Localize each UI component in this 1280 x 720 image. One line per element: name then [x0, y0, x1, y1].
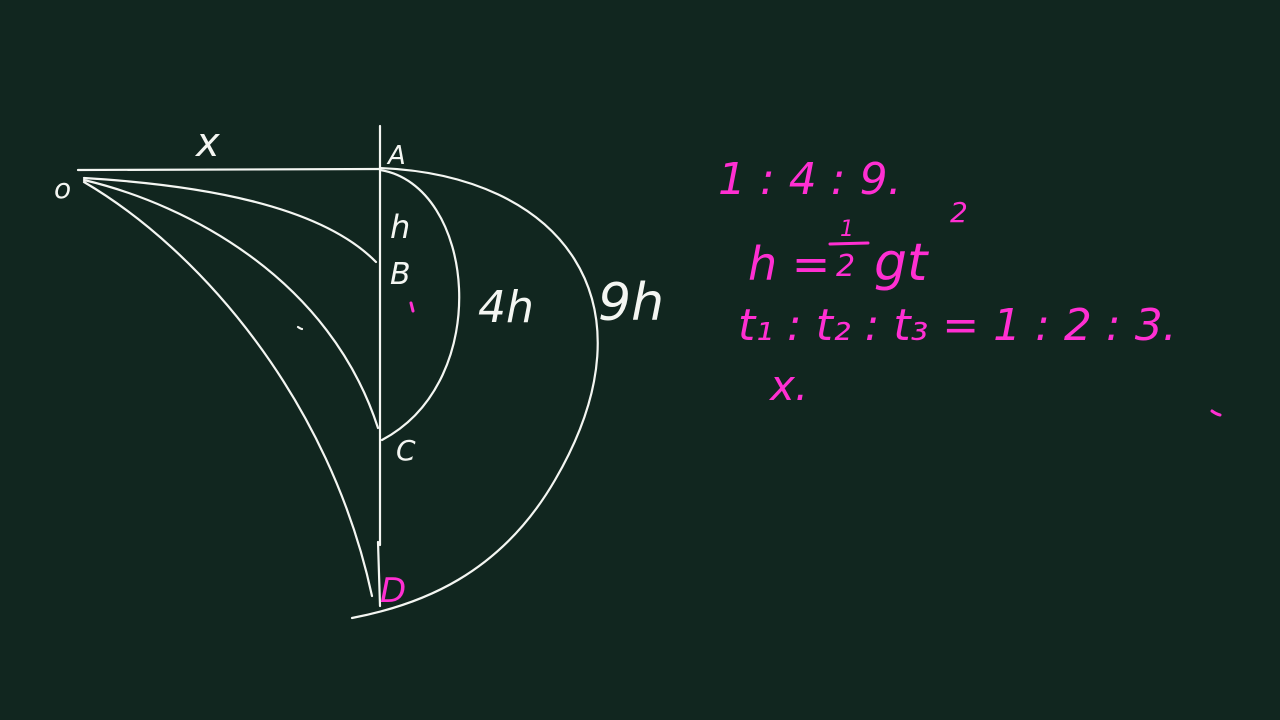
point-c-label: C — [396, 434, 416, 467]
curve-o-to-b — [82, 176, 378, 264]
point-b-label: B — [390, 257, 411, 292]
formula-lhs: h = — [748, 237, 830, 291]
point-o-label: o — [54, 172, 71, 205]
label-h: h — [390, 208, 410, 246]
label-9h: 9h — [598, 273, 664, 333]
label-4h: 4h — [478, 282, 534, 333]
ratio-1-4-9: 1 : 4 : 9. — [718, 154, 902, 205]
arc-a-to-c — [378, 168, 461, 442]
point-d-label: D — [380, 571, 406, 611]
magenta-annotations: D 1 : 4 : 9. h = 1 2 gt 2 t₁ : t₂ : t₃ =… — [380, 154, 1222, 611]
diagram-labels: o x A h B C 4h 9h — [54, 120, 664, 467]
formula-exponent: 2 — [950, 196, 968, 229]
formula-h: h = 1 2 gt 2 — [748, 196, 968, 293]
arc-a-to-d — [350, 166, 599, 620]
stray-mark — [1210, 409, 1222, 417]
geometry-figure — [76, 124, 599, 620]
label-x: x — [194, 120, 220, 166]
curve-o-to-d — [82, 180, 374, 598]
formula-fraction-bar — [828, 241, 870, 246]
chalk-dot — [296, 325, 304, 331]
time-ratio: t₁ : t₂ : t₃ = 1 : 2 : 3. — [738, 300, 1177, 351]
x-note: x. — [768, 361, 808, 410]
horizontal-line-oa — [76, 167, 382, 172]
formula-denominator: 2 — [836, 249, 855, 284]
formula-numerator: 1 — [840, 217, 854, 242]
vertical-line-stub — [376, 540, 382, 608]
formula-gt: gt — [874, 233, 929, 293]
point-a-label: A — [386, 141, 406, 171]
magenta-tick — [409, 301, 415, 313]
curve-o-to-c — [82, 178, 380, 430]
